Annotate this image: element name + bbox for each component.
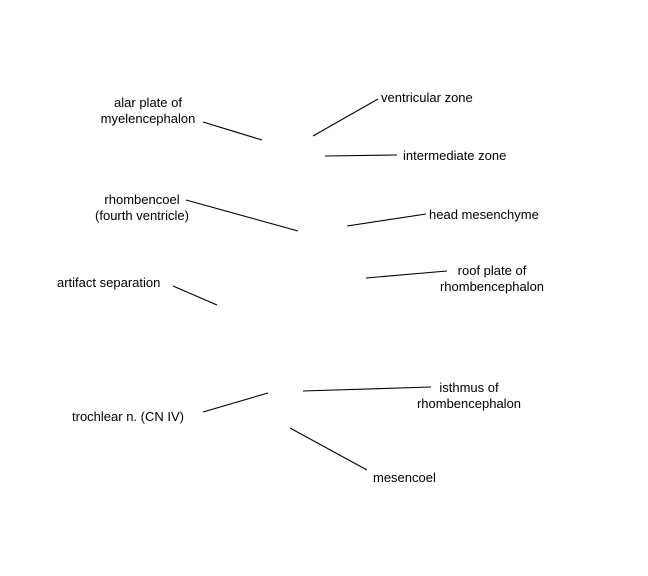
- leader-line-isthmus: [302, 386, 432, 392]
- label-mesencoel: mesencoel: [373, 470, 436, 486]
- leader-line-artifact-separation: [172, 285, 218, 306]
- label-roof-plate-line-1: roof plate of: [457, 263, 527, 278]
- label-mesencoel-line-1: mesencoel: [373, 470, 436, 485]
- label-head-mesenchyme: head mesenchyme: [429, 207, 539, 223]
- label-rhombencoel: rhombencoel (fourth ventricle): [86, 192, 198, 224]
- leader-line-rhombencoel: [185, 199, 299, 232]
- label-ventricular-zone: ventricular zone: [381, 90, 473, 106]
- label-trochlear-line-1: trochlear n. (CN IV): [72, 409, 184, 424]
- leader-line-head-mesenchyme: [346, 213, 427, 227]
- label-head-mesenchyme-line-1: head mesenchyme: [429, 207, 539, 222]
- label-rhombencoel-line-1: rhombencoel: [104, 192, 180, 207]
- label-isthmus-line-2: rhombencephalon: [416, 396, 522, 411]
- label-alar-plate-line-2: myelencephalon: [100, 111, 196, 126]
- leader-line-ventricular-zone: [312, 98, 379, 137]
- label-trochlear: trochlear n. (CN IV): [72, 409, 184, 425]
- leader-line-alar-plate: [202, 121, 263, 141]
- label-intermediate-zone: intermediate zone: [403, 148, 506, 164]
- label-alar-plate: alar plate of myelencephalon: [96, 95, 200, 127]
- leader-line-trochlear: [202, 392, 269, 413]
- label-rhombencoel-line-2: (fourth ventricle): [95, 208, 189, 223]
- label-artifact-separation-line-1: artifact separation: [57, 275, 161, 290]
- label-roof-plate-line-2: rhombencephalon: [439, 279, 545, 294]
- leader-line-intermediate-zone: [324, 154, 398, 157]
- label-ventricular-zone-line-1: ventricular zone: [381, 90, 473, 105]
- label-isthmus: isthmus of rhombencephalon: [408, 380, 530, 412]
- label-roof-plate: roof plate of rhombencephalon: [432, 263, 552, 295]
- leader-line-mesencoel: [289, 427, 368, 471]
- label-intermediate-zone-line-1: intermediate zone: [403, 148, 507, 163]
- label-isthmus-line-1: isthmus of: [439, 380, 499, 395]
- label-artifact-separation: artifact separation: [57, 275, 160, 291]
- leader-line-roof-plate: [365, 270, 448, 279]
- label-alar-plate-line-1: alar plate of: [114, 95, 182, 110]
